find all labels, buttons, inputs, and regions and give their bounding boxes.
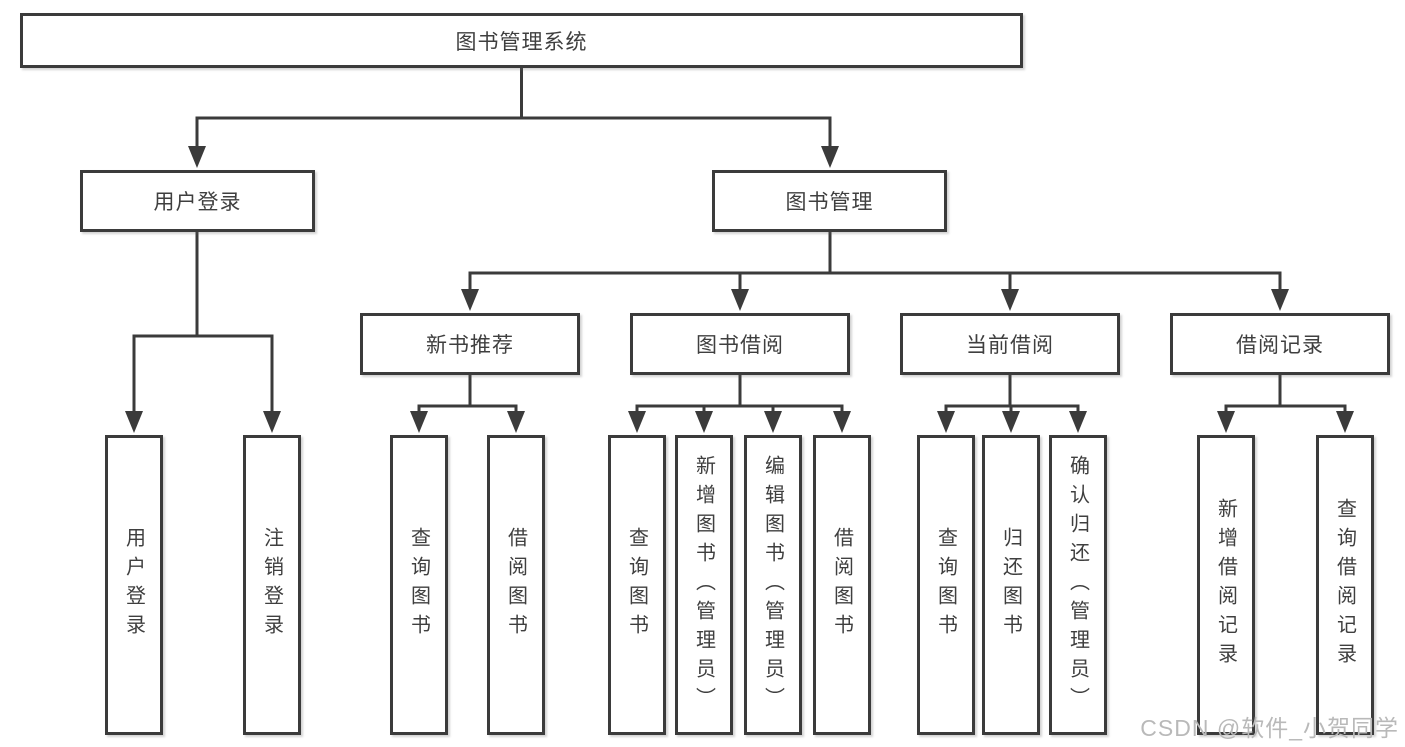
node-borrowing-records: 借阅记录 [1170, 313, 1390, 375]
leaf-user-login: 用户登录 [105, 435, 163, 735]
leaf-label: 归还图书 [999, 527, 1022, 643]
leaf-label: 查询图书 [625, 527, 648, 643]
leaf-edit-book-admin: 编辑图书（管理员） [744, 435, 802, 735]
leaf-label: 编辑图书（管理员） [761, 454, 784, 716]
leaf-add-book-admin: 新增图书（管理员） [675, 435, 733, 735]
leaf-label: 查询借阅记录 [1333, 498, 1356, 672]
arrowheads [125, 146, 1354, 433]
node-label: 图书管理 [785, 191, 874, 214]
node-library-management-system: 图书管理系统 [20, 13, 1023, 68]
node-label: 图书借阅 [696, 334, 784, 357]
leaf-query-books-borrowing: 查询图书 [608, 435, 666, 735]
leaf-label: 确认归还（管理员） [1066, 454, 1089, 716]
leaf-borrow-books-borrowing: 借阅图书 [813, 435, 871, 735]
leaf-label: 查询图书 [934, 527, 957, 643]
node-book-borrowing: 图书借阅 [630, 313, 850, 375]
leaf-add-borrow-record: 新增借阅记录 [1197, 435, 1255, 735]
node-current-borrowing: 当前借阅 [900, 313, 1120, 375]
leaf-borrow-books-recommend: 借阅图书 [487, 435, 545, 735]
node-user-login: 用户登录 [80, 170, 315, 232]
node-label: 用户登录 [153, 191, 242, 214]
leaf-label: 查询图书 [407, 527, 430, 643]
node-label: 借阅记录 [1236, 334, 1324, 357]
leaf-return-books: 归还图书 [982, 435, 1040, 735]
node-label: 新书推荐 [426, 334, 514, 357]
node-new-book-recommendation: 新书推荐 [360, 313, 580, 375]
leaf-query-books-recommend: 查询图书 [390, 435, 448, 735]
leaf-label: 借阅图书 [504, 527, 527, 643]
leaf-query-borrow-record: 查询借阅记录 [1316, 435, 1374, 735]
node-book-management: 图书管理 [712, 170, 947, 232]
leaf-label: 新增图书（管理员） [692, 454, 715, 716]
leaf-label: 借阅图书 [830, 527, 853, 643]
leaf-confirm-return-admin: 确认归还（管理员） [1049, 435, 1107, 735]
leaf-logout-login: 注销登录 [243, 435, 301, 735]
csdn-watermark: CSDN @软件_小贺同学 [1140, 715, 1399, 741]
node-label: 图书管理系统 [455, 30, 588, 54]
leaf-label: 用户登录 [122, 527, 145, 643]
leaf-label: 新增借阅记录 [1214, 498, 1237, 672]
leaf-query-books-current: 查询图书 [917, 435, 975, 735]
node-label: 当前借阅 [966, 334, 1054, 357]
leaf-label: 注销登录 [260, 527, 283, 643]
